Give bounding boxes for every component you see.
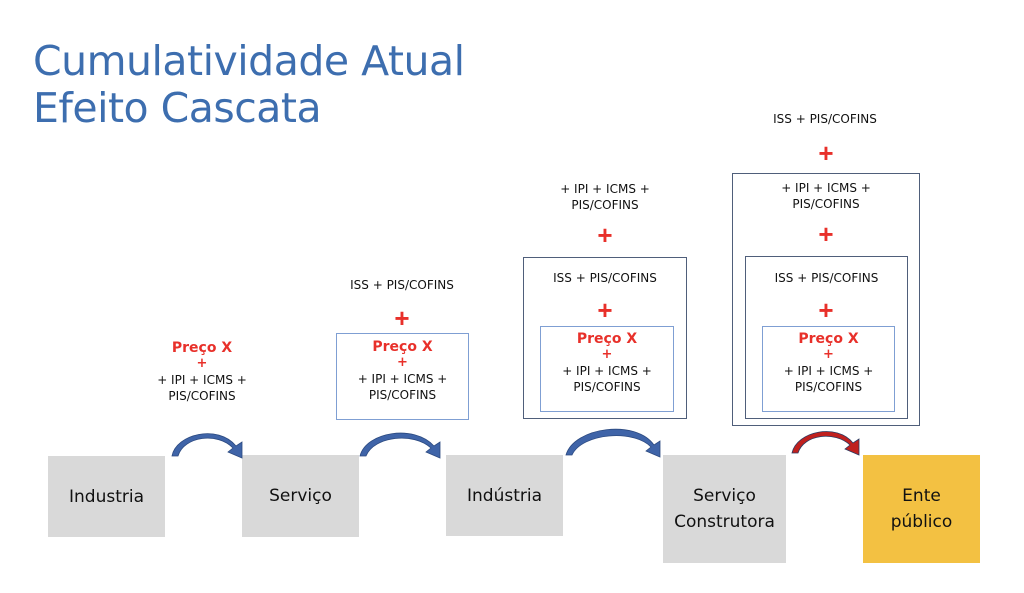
plus-sign: + — [818, 295, 834, 325]
node-industria-2: Indústria — [446, 455, 563, 536]
stage-3-mid-taxes: ISS + PIS/COFINS — [553, 271, 657, 285]
plus-sign: + — [823, 347, 834, 362]
title-line-1: Cumulatividade Atual — [33, 37, 465, 85]
node-label-line: Serviço — [693, 486, 756, 506]
price-label: Preço X — [576, 331, 638, 347]
stage-1-label: Preço X + + IPI + ICMS + PIS/COFINS — [140, 340, 264, 404]
arrow-industria-to-servico — [171, 433, 243, 459]
node-servico-construtora: Serviço Construtora — [663, 455, 786, 563]
node-label-line: público — [890, 512, 953, 532]
tax-line: + IPI + ICMS + — [357, 372, 448, 386]
stage-4-outer-taxes: + IPI + ICMS + PIS/COFINS — [732, 180, 920, 212]
plus-sign: + — [818, 138, 834, 168]
tax-line: PIS/COFINS — [571, 198, 639, 212]
plus-sign: + — [394, 303, 410, 333]
stage-4-inner-content: Preço X + + IPI + ICMS + PIS/COFINS — [762, 331, 895, 395]
node-label-line: Ente — [902, 486, 941, 506]
curved-arrow-icon — [791, 431, 860, 456]
tax-line: PIS/COFINS — [794, 380, 863, 394]
plus-sign: + — [597, 295, 613, 325]
node-label: Serviço — [269, 486, 332, 506]
stage-3-top-taxes: + IPI + ICMS + PIS/COFINS — [525, 181, 685, 213]
tax-line: PIS/COFINS — [792, 197, 860, 211]
arrow-industria-to-construtora — [565, 428, 661, 458]
stage-2-top-taxes: ISS + PIS/COFINS — [350, 278, 454, 292]
price-label: Preço X — [171, 340, 233, 356]
node-ente-publico: Ente público — [863, 455, 980, 563]
plus-sign: + — [196, 356, 208, 371]
tax-line: + IPI + ICMS + — [562, 364, 652, 378]
stage-2-box — [336, 333, 469, 420]
node-label-line: Construtora — [674, 512, 775, 532]
title-line-2: Efeito Cascata — [33, 84, 322, 132]
price-label: Preço X — [798, 331, 859, 347]
stage-4-mid-taxes: ISS + PIS/COFINS — [774, 271, 879, 285]
tax-line: + IPI + ICMS + — [560, 182, 650, 196]
tax-line: PIS/COFINS — [368, 388, 437, 402]
stage-4-inner-box — [762, 326, 895, 412]
curved-arrow-icon — [359, 432, 441, 459]
node-label: Indústria — [466, 485, 542, 506]
plus-sign: + — [597, 220, 613, 250]
stage-4-top-taxes: ISS + PIS/COFINS — [773, 112, 877, 126]
tax-line: PIS/COFINS — [573, 380, 641, 394]
stage-3-inner-box — [540, 326, 674, 412]
arrow-servico-to-industria — [359, 432, 441, 459]
plus-sign: + — [397, 355, 408, 370]
curved-arrow-icon — [171, 433, 243, 459]
tax-line: + IPI + ICMS + — [783, 364, 874, 378]
price-label: Preço X — [372, 339, 433, 355]
slide-title: Cumulatividade Atual Efeito Cascata — [33, 38, 465, 132]
arrow-construtora-to-ente — [791, 431, 860, 456]
node-industria: Industria — [48, 456, 165, 537]
tax-line: + IPI + ICMS + — [157, 373, 247, 387]
stage-3-inner-content: Preço X + + IPI + ICMS + PIS/COFINS — [540, 331, 674, 395]
node-servico: Serviço — [242, 455, 359, 537]
stage-2-box-content: Preço X + + IPI + ICMS + PIS/COFINS — [336, 339, 469, 403]
plus-sign: + — [818, 219, 834, 249]
tax-line: + IPI + ICMS + — [781, 181, 871, 195]
curved-arrow-icon — [565, 428, 661, 458]
plus-sign: + — [601, 347, 613, 362]
tax-line: PIS/COFINS — [168, 389, 236, 403]
node-label: Industria — [68, 486, 144, 507]
